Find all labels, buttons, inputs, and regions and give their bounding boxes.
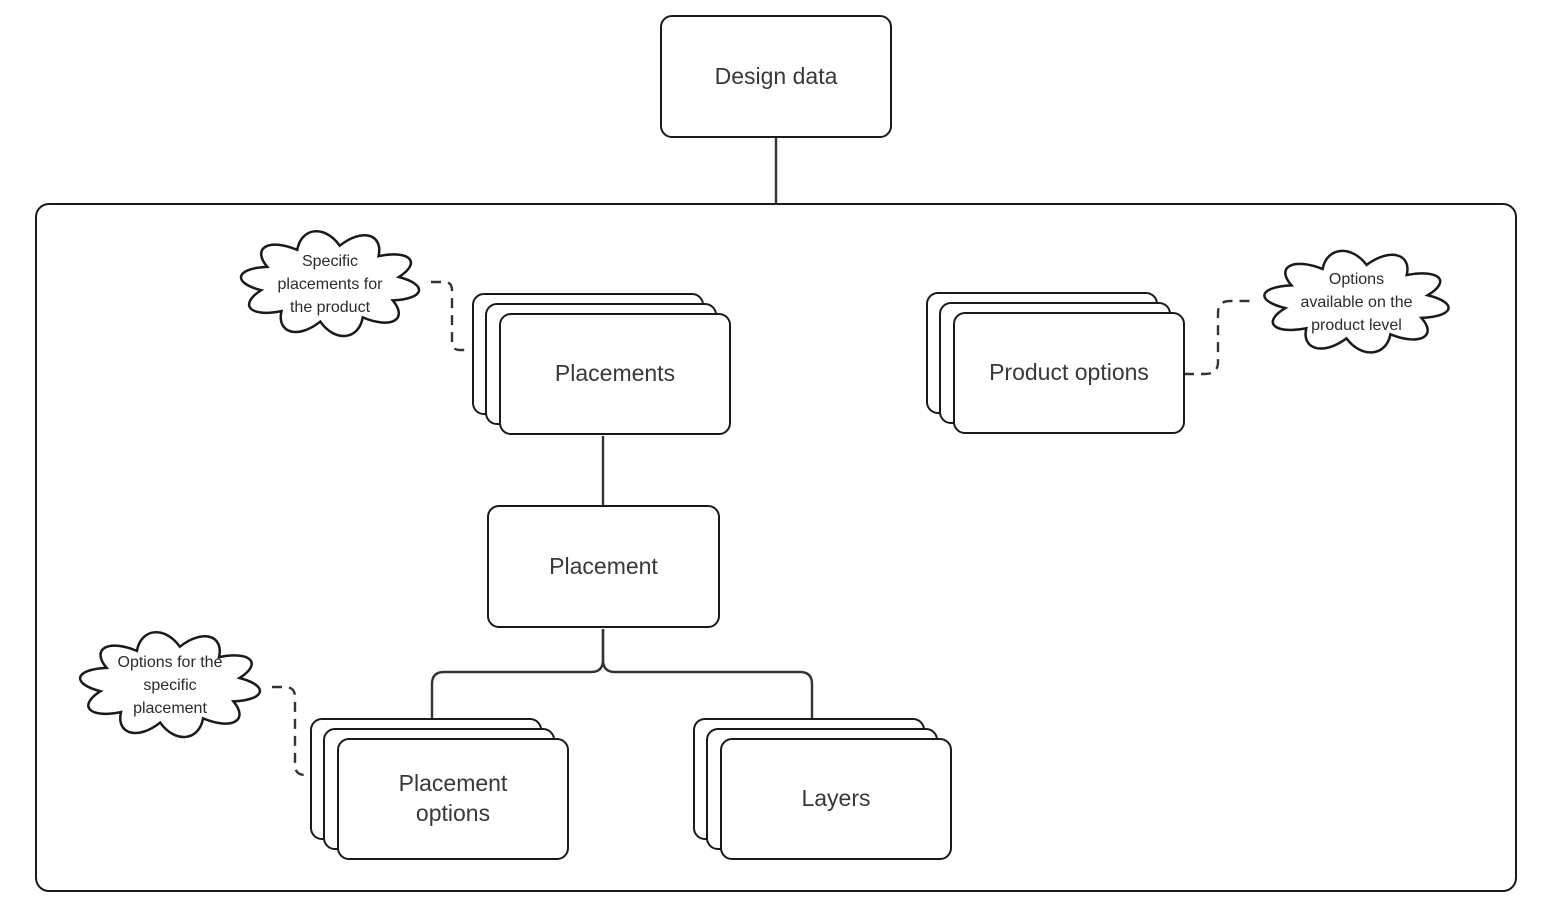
cloud-shape [228,221,432,348]
node-placement-label: Placement [549,552,658,579]
node-placement: Placement [487,505,720,628]
cloud-product-level-options-text: Options available on the product level [1300,271,1413,334]
node-layers-stack: Layers [693,718,953,861]
placements-card-front: Placements [499,313,731,435]
cloud-outline [241,231,419,336]
node-placements-stack: Placements [472,293,732,436]
placement-options-card-front: Placement options [337,738,569,860]
node-design-data-label: Design data [714,62,838,89]
cloud-specific-placements-text: Specific placements for the product [277,253,383,316]
cloud-outline [80,632,260,737]
cloud-product-level-options: Options available on the product level [1251,241,1462,364]
node-design-data: Design data [660,15,892,138]
layers-card-front: Layers [720,738,952,860]
design-data-group-container [35,203,1517,892]
cloud-outline [1264,251,1448,353]
cloud-shape [1251,241,1462,364]
product-options-card-front: Product options [953,312,1185,434]
cloud-specific-placements: Specific placements for the product [228,221,432,348]
cloud-shape [67,622,273,749]
node-product-options-stack: Product options [926,292,1186,435]
cloud-placement-level-options: Options for the specific placement [67,622,273,749]
node-placement-options-stack: Placement options [310,718,570,861]
cloud-placement-level-options-text: Options for the specific placement [117,654,223,717]
